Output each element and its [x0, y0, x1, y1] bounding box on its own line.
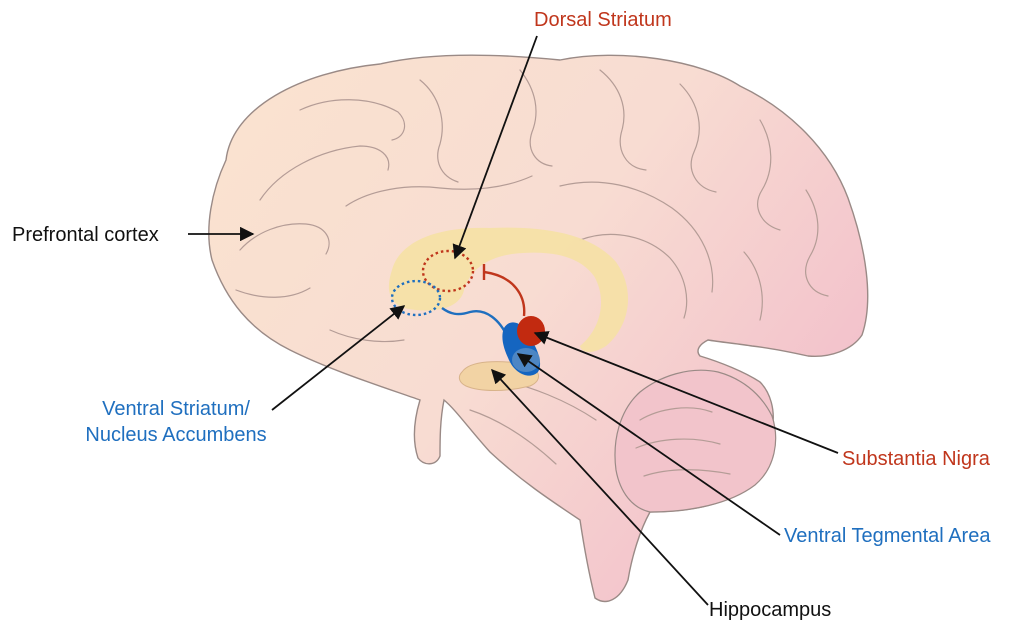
label-dorsal-striatum: Dorsal Striatum: [534, 7, 672, 33]
label-ventral-striatum-line2: Nucleus Accumbens: [76, 422, 276, 448]
label-ventral-striatum: Ventral Striatum/ Nucleus Accumbens: [76, 396, 276, 448]
substantia-nigra-region: [517, 316, 545, 346]
label-substantia-nigra: Substantia Nigra: [842, 446, 990, 472]
label-ventral-striatum-line1: Ventral Striatum/: [76, 396, 276, 422]
label-prefrontal-cortex: Prefrontal cortex: [12, 222, 159, 248]
label-ventral-tegmental-area: Ventral Tegmental Area: [784, 523, 990, 549]
label-hippocampus: Hippocampus: [709, 597, 831, 623]
